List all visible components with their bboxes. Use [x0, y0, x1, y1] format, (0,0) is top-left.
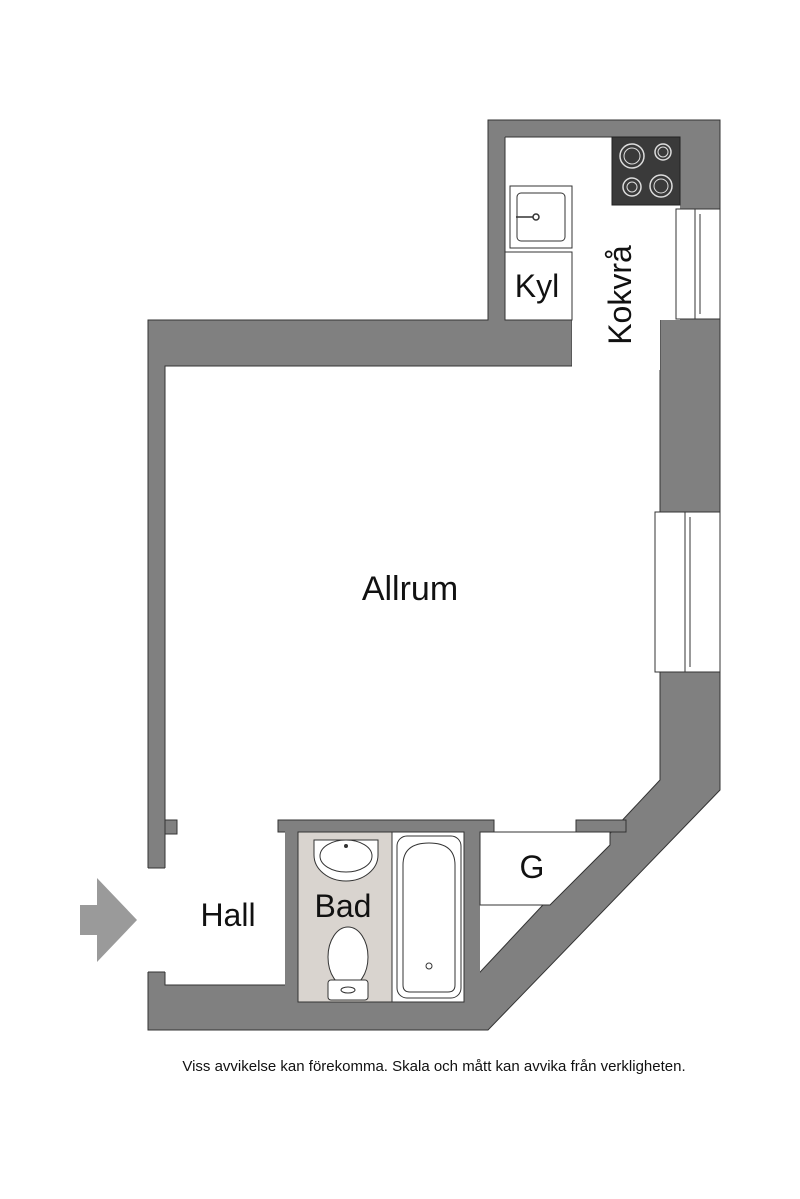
room-label-kyl: Kyl [515, 268, 559, 304]
toilet-icon [327, 926, 369, 1001]
room-label-kokvra: Kokvrå [602, 245, 638, 345]
room-label-g: G [520, 849, 545, 885]
kitchen-sink-icon [509, 185, 573, 249]
entrance-opening [147, 868, 167, 972]
room-label-hall: Hall [200, 897, 255, 933]
bathtub-icon [396, 835, 462, 999]
window-living [654, 511, 721, 673]
kokvra-floor [572, 200, 660, 370]
bathroom-sink-icon [313, 839, 379, 882]
entrance-arrow-icon [80, 878, 137, 962]
stove-icon [611, 136, 681, 206]
fridge-icon [504, 251, 573, 321]
disclaimer-text: Viss avvikelse kan förekomma. Skala och … [182, 1058, 686, 1075]
window-kitchen [675, 208, 721, 320]
hall-wall-stub [164, 819, 178, 835]
room-label-bad: Bad [315, 888, 372, 924]
room-label-allrum: Allrum [362, 570, 458, 608]
